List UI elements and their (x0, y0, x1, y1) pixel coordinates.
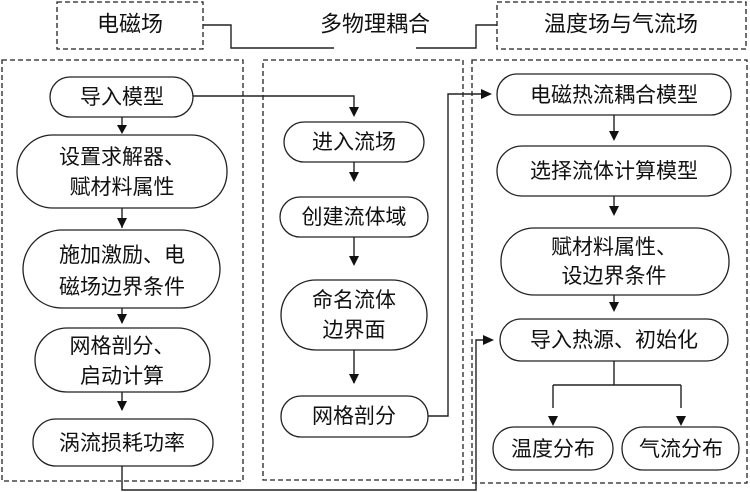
step-apply-excitation: 施加激励、电 磁场边界条件 (22, 229, 221, 309)
step-label: 导入热源、初始化 (530, 328, 698, 352)
arrowhead (349, 374, 359, 384)
arrowheads (117, 89, 686, 426)
step-coupled-model: 电磁热流耦合模型 (496, 73, 732, 116)
step-label-line1: 网格剖分、 (70, 334, 175, 358)
step-label: 选择流体计算模型 (530, 159, 698, 183)
arrowhead (117, 218, 127, 228)
step-label: 导入模型 (80, 85, 164, 109)
header-connector-line (203, 24, 497, 49)
arrowhead (609, 206, 619, 216)
header-title-coupling: 多物理耦合 (320, 13, 430, 38)
step-assign-material-boundary: 赋材料属性、 设边界条件 (500, 227, 730, 296)
step-label-line2: 启动计算 (80, 364, 164, 388)
step-eddy-loss: 涡流损耗功率 (32, 418, 214, 467)
step-temperature-distribution: 温度分布 (492, 426, 614, 471)
header-electromagnetic: 电磁场 (56, 1, 204, 50)
arrowhead (609, 131, 619, 141)
connector-import-to-enterflow (193, 95, 355, 110)
arrowhead (609, 302, 619, 312)
arrowhead (349, 107, 359, 117)
step-box (279, 196, 429, 238)
step-box (280, 279, 428, 351)
step-mesh-start: 网格剖分、 启动计算 (34, 327, 211, 393)
step-box (34, 327, 211, 393)
step-label: 气流分布 (639, 437, 723, 461)
column-coupling (262, 59, 464, 481)
arrowhead (548, 416, 558, 426)
step-label: 电磁热流耦合模型 (530, 83, 698, 107)
step-label-line2: 设边界条件 (562, 264, 667, 288)
step-label: 温度分布 (511, 437, 595, 461)
column-thermal-flow (471, 59, 748, 484)
arrowhead (117, 125, 127, 134)
connector-eddy-to-heat (121, 339, 485, 491)
step-import-heat-init: 导入热源、初始化 (499, 318, 729, 362)
arrowhead (349, 172, 359, 182)
step-box (500, 227, 730, 296)
arrowhead (481, 89, 492, 99)
header-title-thermal-flow: 温度场与气流场 (544, 13, 698, 38)
step-airflow-distribution: 气流分布 (621, 426, 740, 471)
step-label-line2: 赋材料属性 (70, 175, 175, 199)
step-box (496, 73, 732, 116)
step-box (496, 145, 732, 197)
step-enter-flow: 进入流场 (283, 121, 425, 163)
arrowhead (483, 335, 494, 345)
step-name-fluid-boundary: 命名流体 边界面 (280, 279, 428, 351)
step-box (16, 134, 228, 209)
arrowhead (349, 256, 359, 266)
step-box (32, 418, 214, 467)
step-label-line1: 设置求解器、 (59, 145, 185, 169)
step-create-fluid-domain: 创建流体域 (279, 196, 429, 238)
step-box (621, 426, 740, 471)
step-label: 进入流场 (312, 130, 396, 154)
step-label-line1: 赋材料属性、 (551, 235, 677, 259)
connector-mesh-to-coupled (428, 93, 483, 417)
step-mesh: 网格剖分 (280, 395, 429, 438)
step-box (22, 229, 221, 309)
connector-heat-branch (552, 360, 682, 408)
step-label: 网格剖分 (312, 404, 396, 428)
step-box (499, 318, 729, 362)
column-electromagnetic (1, 59, 244, 482)
step-box (280, 395, 429, 438)
step-label-line1: 施加激励、电 (59, 243, 185, 267)
step-box (283, 121, 425, 163)
arrowhead (117, 401, 127, 411)
step-label-line2: 边界面 (323, 318, 386, 342)
step-import-model: 导入模型 (49, 76, 194, 118)
step-select-fluid-model: 选择流体计算模型 (496, 145, 732, 197)
step-label-line1: 命名流体 (312, 288, 396, 312)
header-thermal-flow: 温度场与气流场 (496, 1, 747, 50)
header-title-electromagnetic: 电磁场 (97, 13, 163, 38)
step-box (49, 76, 194, 118)
step-box (492, 426, 614, 471)
arrowhead (117, 314, 127, 324)
arrowhead (676, 416, 686, 426)
step-label: 创建流体域 (302, 205, 407, 229)
step-label-line2: 磁场边界条件 (59, 275, 185, 299)
step-label: 涡流损耗功率 (59, 431, 185, 455)
step-set-solver: 设置求解器、 赋材料属性 (16, 134, 228, 209)
